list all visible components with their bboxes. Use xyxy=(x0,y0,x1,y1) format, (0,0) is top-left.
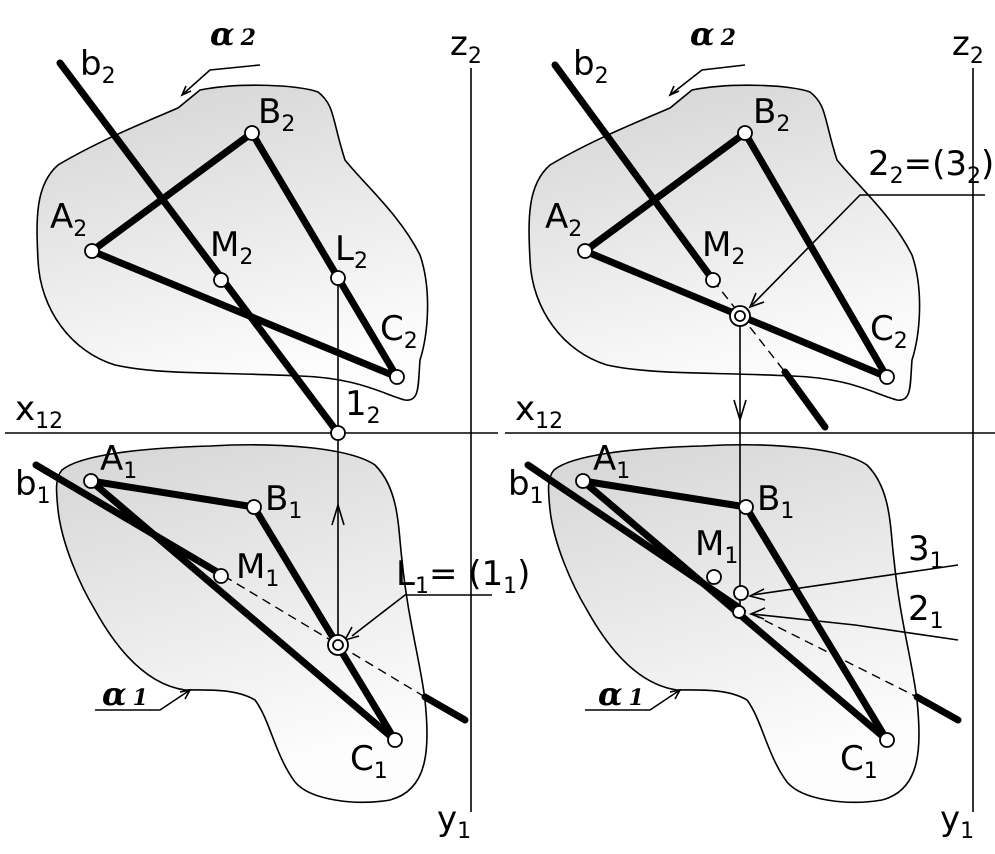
label-b1-left: b1 xyxy=(15,464,51,509)
label-C2-right: C2 xyxy=(870,309,908,354)
point-c2 xyxy=(389,369,405,385)
point-c1-r xyxy=(879,732,895,748)
alpha2-arrow-right xyxy=(668,85,680,97)
label-B1-right: B1 xyxy=(757,479,794,524)
line-b1-hidden xyxy=(223,575,426,698)
label-C2-left: C2 xyxy=(380,309,418,354)
label-b2-left: b2 xyxy=(80,44,116,89)
segment-b2-c2 xyxy=(248,129,401,381)
point-m1 xyxy=(213,568,229,584)
label-C1-right: C1 xyxy=(840,739,878,784)
line-b1-r-hidden xyxy=(737,606,918,698)
arrow-up-left xyxy=(331,502,345,526)
axis-x-label-left: x12 xyxy=(15,389,63,434)
line-b2-r-solid-end xyxy=(781,368,829,431)
axis-z-label-left: z2 xyxy=(450,24,482,69)
axis-y-label-right: y1 xyxy=(940,799,974,844)
point-c2-r xyxy=(879,369,895,385)
alpha1-arrow-left xyxy=(179,688,192,700)
label-31-callout: 31 xyxy=(908,529,944,574)
label-C1-left: C1 xyxy=(350,739,388,784)
point-b2 xyxy=(244,125,260,141)
label-A2-left: A2 xyxy=(50,197,87,242)
point-a1-r xyxy=(575,473,591,489)
point-a1 xyxy=(83,473,99,489)
label-B1-left: B1 xyxy=(265,479,302,524)
callout-21-arrow xyxy=(748,607,766,620)
point-b1-r xyxy=(738,499,754,515)
line-b1-solid-end xyxy=(421,693,469,724)
point-12 xyxy=(330,425,346,441)
label-B2-right: B2 xyxy=(753,92,790,137)
l1-leader xyxy=(351,594,492,637)
label-A1-left: A1 xyxy=(100,439,137,484)
point-a2-r xyxy=(577,243,593,259)
alpha1-leader-right xyxy=(585,689,681,711)
label-b1-right: b1 xyxy=(508,464,544,509)
label-M1-left: M1 xyxy=(236,547,279,592)
callout-22-leader xyxy=(751,194,985,306)
callout-22-arrow xyxy=(748,292,765,309)
alpha2-leader-right xyxy=(669,64,746,96)
point-m2-r xyxy=(705,272,721,288)
line-b2-r-solid xyxy=(551,61,717,284)
callout-31-arrow xyxy=(747,588,766,601)
segment-a1-b1-r xyxy=(579,477,750,511)
label-A2-right: A2 xyxy=(545,197,582,242)
segment-b1-c1-r xyxy=(742,503,891,744)
axis-y-label-left: y1 xyxy=(437,799,471,844)
line-b1-r-solid-end xyxy=(913,693,962,724)
point-21 xyxy=(732,605,746,619)
segment-a2-b2-r xyxy=(581,129,749,255)
point-22-inner xyxy=(734,310,746,322)
callout-31-leader xyxy=(751,564,959,596)
label-22-callout: 22=(32) xyxy=(868,144,994,189)
line-b2 xyxy=(56,59,342,437)
line-b1-r-solid xyxy=(524,461,742,611)
line-b2-r-hidden xyxy=(712,279,786,373)
point-b1 xyxy=(246,499,262,515)
callout-21-leader xyxy=(751,613,959,641)
point-m1-r xyxy=(706,569,722,585)
segment-a2-b2 xyxy=(88,129,256,255)
point-m2 xyxy=(213,272,229,288)
segment-b2-c2-r xyxy=(741,129,891,381)
label-M2-right: M2 xyxy=(702,225,745,270)
point-c1 xyxy=(387,732,403,748)
point-b2-r xyxy=(737,125,753,141)
label-L1-callout: L1= (11) xyxy=(396,554,530,599)
line-b1-solid xyxy=(32,461,228,580)
alpha2-arrow-left xyxy=(180,85,192,97)
label-M1-right: M1 xyxy=(695,524,738,569)
label-b2-right: b2 xyxy=(573,44,609,89)
label-B2-left: B2 xyxy=(258,92,295,137)
alpha1-arrow-right xyxy=(669,688,682,700)
alpha2-leader-left xyxy=(181,64,261,96)
label-21-callout: 21 xyxy=(908,589,944,634)
point-l1-inner xyxy=(332,639,344,651)
segment-b1-c1 xyxy=(250,503,399,744)
point-a2 xyxy=(84,243,100,259)
label-12-left: 12 xyxy=(345,384,381,429)
segment-a1-b1 xyxy=(87,477,258,511)
point-31 xyxy=(733,585,749,601)
label-L2-left: L2 xyxy=(335,229,368,274)
axis-x-label-right: x12 xyxy=(515,389,563,434)
label-M2-left: M2 xyxy=(210,225,253,270)
arrow-down-right xyxy=(733,399,747,423)
axis-z-label-right: z2 xyxy=(952,24,984,69)
point-l2 xyxy=(330,270,346,286)
alpha1-leader-left xyxy=(95,689,191,711)
label-A1-right: A1 xyxy=(593,439,630,484)
